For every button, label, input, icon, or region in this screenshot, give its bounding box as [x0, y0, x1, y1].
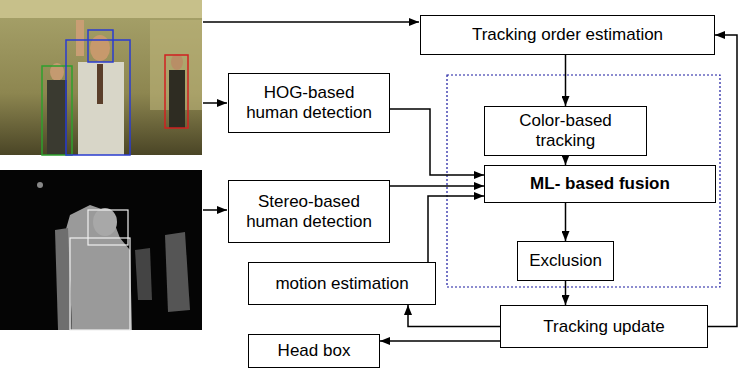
process-box: motion estimation	[248, 262, 436, 305]
box-label: Tracking update	[543, 317, 664, 337]
flow-arrow	[565, 203, 567, 241]
depth-image	[0, 170, 202, 330]
process-box: Tracking update	[500, 305, 708, 348]
camera-photo	[0, 0, 202, 155]
process-box: ML- based fusion	[484, 165, 716, 203]
box-label: Tracking order estimation	[472, 25, 663, 45]
process-box: Tracking order estimation	[420, 15, 715, 55]
flow-arrow	[390, 109, 484, 175]
process-box: Exclusion	[517, 241, 614, 281]
process-box: Stereo-based human detection	[228, 180, 390, 243]
flow-arrow	[428, 196, 484, 262]
process-box: Color-based tracking	[484, 106, 647, 156]
process-box: Head box	[248, 334, 380, 368]
box-label: Stereo-based human detection	[241, 192, 377, 231]
flow-arrow	[565, 55, 567, 106]
flow-arrow	[408, 305, 500, 327]
image-arrow	[203, 21, 419, 23]
flow-arrow	[380, 340, 500, 342]
fusion-region	[447, 75, 720, 287]
box-label: Head box	[278, 341, 351, 361]
box-label: ML- based fusion	[530, 174, 670, 194]
flow-arrow	[565, 281, 567, 305]
image-arrow	[203, 102, 227, 104]
box-label: motion estimation	[275, 274, 408, 294]
image-arrow	[203, 209, 227, 211]
flow-arrow	[565, 156, 567, 165]
flow-arrow	[390, 185, 484, 187]
box-label: Exclusion	[529, 251, 602, 271]
process-box: HOG-based human detection	[228, 73, 390, 133]
box-label: HOG-based human detection	[241, 83, 377, 122]
box-label: Color-based tracking	[497, 111, 634, 150]
